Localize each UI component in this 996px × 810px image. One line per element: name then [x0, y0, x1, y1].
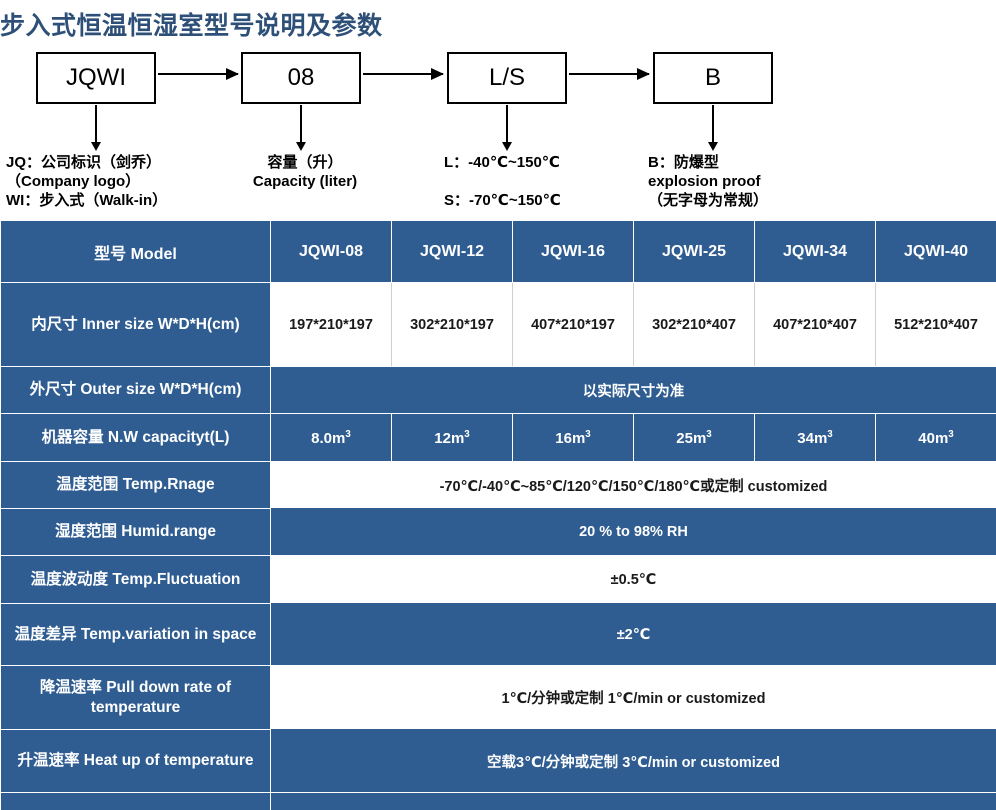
- flow-caption-jqwi: JQ：公司标识（剑乔） （Company logo） WI：步入式（Walk-i…: [6, 154, 168, 209]
- row-value-cell: 34m3: [754, 413, 876, 462]
- row-value-cell: 407*210*407: [754, 282, 876, 367]
- table-row: 温度波动度 Temp.Fluctuation±0.5℃: [0, 555, 996, 604]
- row-value-span: 20 % to 98% RH: [270, 508, 996, 556]
- table-row: 外尺寸 Outer size W*D*H(cm)以实际尺寸为准: [0, 366, 996, 414]
- row-value-span: ±2℃: [270, 603, 996, 666]
- arrow-down-icon-2: [296, 105, 305, 151]
- page-title: 步入式恒温恒湿室型号说明及参数: [0, 12, 383, 40]
- flow-caption-ls: L：-40℃~150℃ S：-70℃~150℃: [444, 154, 561, 209]
- column-header-jqwi-25: JQWI-25: [633, 220, 755, 283]
- row-label: 机器容量 N.W capacityt(L): [0, 413, 271, 462]
- row-label: 温度范围 Temp.Rnage: [0, 461, 271, 509]
- flow-box-b: B: [653, 52, 773, 104]
- flow-caption-b: B：防爆型 explosion proof （无字母为常规）: [648, 154, 769, 209]
- column-header-jqwi-12: JQWI-12: [391, 220, 513, 283]
- row-value-span: 1℃/分钟或定制 1℃/min or customized: [270, 665, 996, 730]
- row-value-span: [270, 792, 996, 810]
- arrow-right-icon-2: [363, 68, 444, 80]
- row-value-cell: 512*210*407: [875, 282, 996, 367]
- column-header-jqwi-34: JQWI-34: [754, 220, 876, 283]
- row-value-span: 以实际尺寸为准: [270, 366, 996, 414]
- row-value-span: ±0.5℃: [270, 555, 996, 604]
- column-header-jqwi-16: JQWI-16: [512, 220, 634, 283]
- flow-box-label: 08: [287, 64, 315, 91]
- flow-box-label: JQWI: [66, 64, 126, 91]
- row-label: 降温速率 Pull down rate of temperature: [0, 665, 271, 730]
- row-value-cell: 302*210*197: [391, 282, 513, 367]
- row-label: 升温速率 Heat up of temperature: [0, 729, 271, 793]
- row-value-cell: 302*210*407: [633, 282, 755, 367]
- row-label: 湿度范围 Humid.range: [0, 508, 271, 556]
- row-value-span: 空载3℃/分钟或定制 3℃/min or customized: [270, 729, 996, 793]
- arrow-right-icon-1: [158, 68, 239, 80]
- row-value-cell: 197*210*197: [270, 282, 392, 367]
- table-row: 温度范围 Temp.Rnage-70℃/-40℃~85℃/120℃/150℃/1…: [0, 461, 996, 509]
- row-value-cell: 407*210*197: [512, 282, 634, 367]
- row-label: 外尺寸 Outer size W*D*H(cm): [0, 366, 271, 414]
- row-label: 温度波动度 Temp.Fluctuation: [0, 555, 271, 604]
- column-header-model: 型号 Model: [0, 220, 271, 283]
- row-label: 内尺寸 Inner size W*D*H(cm): [0, 282, 271, 367]
- table-row: [0, 792, 996, 810]
- flow-box-label: L/S: [488, 64, 526, 91]
- arrow-down-icon-4: [708, 105, 717, 151]
- row-label: 温度差异 Temp.variation in space: [0, 603, 271, 666]
- flow-box-label: B: [704, 64, 721, 91]
- row-value-cell: 25m3: [633, 413, 755, 462]
- row-label: [0, 792, 271, 810]
- flow-box-jqwi: JQWI: [36, 52, 156, 104]
- arrow-down-icon-1: [91, 105, 100, 151]
- column-header-jqwi-40: JQWI-40: [875, 220, 996, 283]
- flow-box-ls: L/S: [447, 52, 567, 104]
- table-row: 温度差异 Temp.variation in space±2℃: [0, 603, 996, 666]
- row-value-cell: 12m3: [391, 413, 513, 462]
- row-value-cell: 40m3: [875, 413, 996, 462]
- flow-box-08: 08: [241, 52, 361, 104]
- row-value-cell: 8.0m3: [270, 413, 392, 462]
- column-header-jqwi-08: JQWI-08: [270, 220, 392, 283]
- arrow-down-icon-3: [502, 105, 511, 151]
- row-value-span: -70℃/-40℃~85℃/120℃/150℃/180℃或定制 customiz…: [270, 461, 996, 509]
- arrow-right-icon-3: [569, 68, 650, 80]
- flow-caption-08: 容量（升） Capacity (liter): [252, 154, 358, 190]
- row-value-cell: 16m3: [512, 413, 634, 462]
- model-code-diagram: JQWI 08 L/S B JQ：公司标识（剑乔） （Company logo）…: [0, 48, 996, 218]
